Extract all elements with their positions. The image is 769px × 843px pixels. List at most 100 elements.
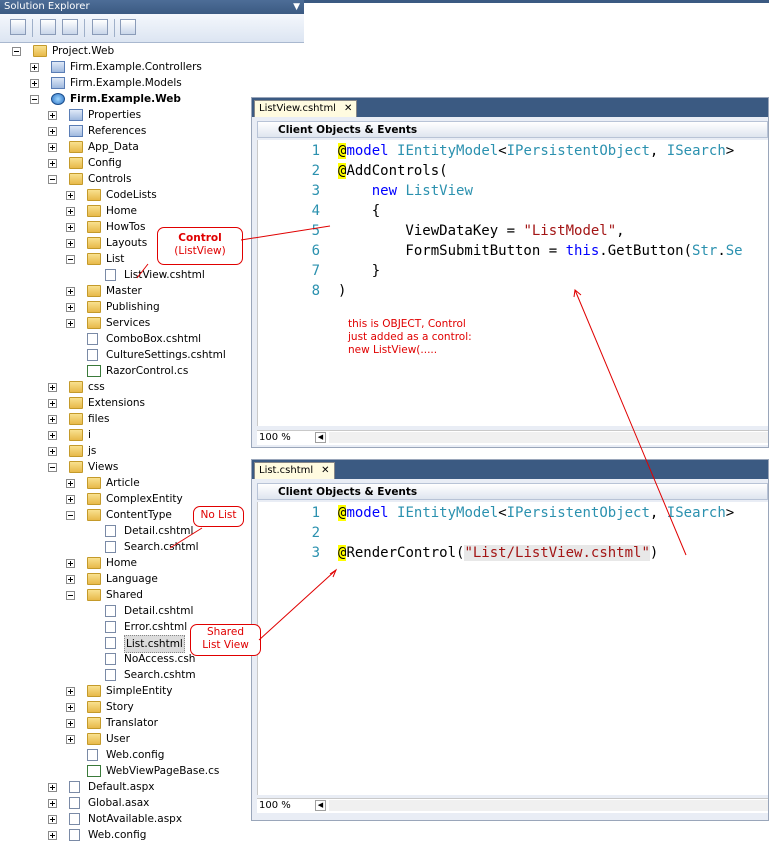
tree-item-label: Services — [106, 317, 151, 329]
horizontal-scrollbar[interactable] — [329, 800, 768, 811]
copy-web-button[interactable] — [120, 19, 136, 35]
expand-icon[interactable] — [48, 415, 57, 424]
tab-label: List.cshtml — [259, 465, 314, 476]
solution-explorer-title: Solution Explorer ▼ — [0, 0, 304, 14]
folder-icon — [87, 557, 101, 569]
expand-icon[interactable] — [48, 799, 57, 808]
tree-item-label: js — [88, 445, 97, 457]
tree-item-label: WebViewPageBase.cs — [106, 765, 220, 777]
tree-item-label: Extensions — [88, 397, 146, 409]
expand-icon[interactable] — [30, 79, 39, 88]
annotation-line: this is OBJECT, Control — [348, 318, 466, 330]
expand-icon[interactable] — [66, 223, 75, 232]
tree-item-label: ListView.cshtml — [124, 269, 205, 281]
refresh-button[interactable] — [62, 19, 78, 35]
collapse-icon[interactable] — [30, 95, 39, 104]
tab-listview-cshtml[interactable]: ListView.cshtml✕ — [254, 100, 358, 117]
tree-item-label: NotAvailable.aspx — [88, 813, 183, 825]
expand-icon[interactable] — [66, 287, 75, 296]
folder-icon — [87, 205, 101, 217]
expand-icon[interactable] — [66, 575, 75, 584]
close-icon[interactable]: ✕ — [343, 103, 353, 114]
expand-icon[interactable] — [48, 815, 57, 824]
expand-icon[interactable] — [48, 447, 57, 456]
class-diagram-button[interactable] — [92, 19, 108, 35]
expand-icon[interactable] — [66, 559, 75, 568]
expand-icon[interactable] — [66, 719, 75, 728]
panel-menu-icon[interactable]: ▼ — [293, 2, 300, 12]
tree-item-label: Search.cshtml — [124, 541, 199, 553]
tree-item-label: Properties — [88, 109, 142, 121]
folder-icon — [87, 237, 101, 249]
zoom-dropdown-icon[interactable]: ◀ — [315, 800, 326, 811]
folder-icon — [69, 397, 83, 409]
tree-item-label: Home — [106, 205, 138, 217]
cshtml-icon — [105, 541, 116, 553]
tree-item-label: Error.cshtml — [124, 621, 188, 633]
expand-icon[interactable] — [66, 207, 75, 216]
expand-icon[interactable] — [66, 303, 75, 312]
tree-item-label: Global.asax — [88, 797, 150, 809]
folder-icon — [87, 589, 101, 601]
tree-item-label: Detail.cshtml — [124, 605, 194, 617]
expand-icon[interactable] — [66, 191, 75, 200]
tree-item-label: Controls — [88, 173, 132, 185]
expand-icon[interactable] — [48, 111, 57, 120]
horizontal-scrollbar[interactable] — [329, 432, 768, 443]
folder-icon — [69, 157, 83, 169]
arrow-line — [240, 225, 331, 241]
collapse-icon[interactable] — [66, 255, 75, 264]
tree-item-label: Story — [106, 701, 134, 713]
collapse-icon[interactable] — [66, 511, 75, 520]
editor-tabstrip: List.cshtml ✕ — [252, 460, 768, 479]
tree-item-label: ContentType — [106, 509, 172, 521]
expand-icon[interactable] — [48, 143, 57, 152]
arrow-line — [169, 527, 203, 549]
expand-icon[interactable] — [48, 783, 57, 792]
tree-item-label: Shared — [106, 589, 143, 601]
line-number: 4 — [311, 203, 320, 219]
zoom-level[interactable]: 100 % — [259, 800, 291, 811]
expand-icon[interactable] — [66, 479, 75, 488]
collapse-icon[interactable] — [48, 463, 57, 472]
code-text[interactable]: @model IEntityModel<IPersistentObject, I… — [338, 505, 735, 561]
expand-icon[interactable] — [48, 159, 57, 168]
collapse-icon[interactable] — [48, 175, 57, 184]
expand-icon[interactable] — [66, 495, 75, 504]
tree-item-label: Views — [88, 461, 119, 473]
zoom-dropdown-icon[interactable]: ◀ — [315, 432, 326, 443]
cshtml-icon — [105, 621, 116, 633]
tab-list-cshtml[interactable]: List.cshtml ✕ — [254, 462, 335, 479]
tree-item-label: Web.config — [106, 749, 165, 761]
expand-icon[interactable] — [66, 703, 75, 712]
expand-icon[interactable] — [48, 127, 57, 136]
expand-icon[interactable] — [30, 63, 39, 72]
expand-icon[interactable] — [66, 239, 75, 248]
folder-icon — [69, 173, 83, 185]
expand-icon[interactable] — [66, 687, 75, 696]
expand-icon[interactable] — [66, 735, 75, 744]
cshtml-icon — [105, 669, 116, 681]
expand-icon[interactable] — [66, 319, 75, 328]
tree-item-label: ComplexEntity — [106, 493, 183, 505]
show-all-files-button[interactable] — [40, 19, 56, 35]
expand-icon[interactable] — [48, 399, 57, 408]
tree-item-label: List.cshtml — [124, 635, 185, 653]
expand-icon[interactable] — [48, 431, 57, 440]
code-text[interactable]: @model IEntityModel<IPersistentObject, I… — [338, 143, 743, 299]
line-number: 3 — [311, 183, 320, 199]
properties-button[interactable] — [10, 19, 26, 35]
zoom-level[interactable]: 100 % — [259, 432, 291, 443]
collapse-icon[interactable] — [66, 591, 75, 600]
collapse-icon[interactable] — [12, 47, 21, 56]
folder-icon — [87, 701, 101, 713]
client-objects-dropdown[interactable]: Client Objects & Events — [257, 121, 768, 138]
line-number: 2 — [311, 163, 320, 179]
expand-icon[interactable] — [48, 383, 57, 392]
close-icon[interactable]: ✕ — [321, 465, 330, 476]
aspx-icon — [69, 813, 80, 825]
client-objects-dropdown[interactable]: Client Objects & Events — [257, 483, 768, 500]
tree-item-label: Search.cshtm — [124, 669, 196, 681]
